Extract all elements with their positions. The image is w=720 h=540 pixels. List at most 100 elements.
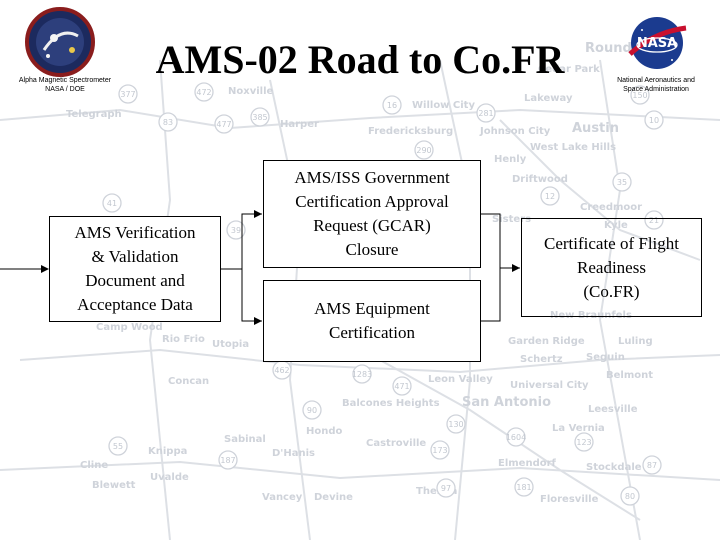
svg-text:477: 477: [216, 120, 231, 129]
highway-shield-icon: 21: [644, 210, 664, 230]
highway-shield-icon: 477: [214, 114, 234, 134]
map-place-label: Balcones Heights: [342, 398, 440, 409]
map-place-label: Noxville: [228, 86, 273, 97]
map-place-label: Johnson City: [479, 126, 551, 137]
svg-text:377: 377: [120, 90, 135, 99]
map-place-label: Willow City: [412, 100, 475, 111]
map-place-label: Lakeway: [524, 93, 573, 104]
arrowhead-cofr: [512, 264, 520, 272]
highway-shield-icon: 130: [446, 414, 466, 434]
gcar-closure-box: AMS/ISS Government Certification Approva…: [263, 160, 481, 268]
svg-text:123: 123: [576, 438, 591, 447]
svg-text:83: 83: [163, 118, 173, 127]
box-line: Certificate of Flight: [543, 233, 680, 253]
box-line: (Co.FR): [583, 281, 640, 301]
map-place-label: Fredericksburg: [368, 126, 453, 137]
map-place-label: Leon Valley: [428, 374, 493, 385]
box-line: AMS Equipment: [314, 299, 430, 318]
svg-text:NASA: NASA: [637, 36, 677, 51]
map-place-label: Telegraph: [66, 109, 122, 120]
nasa-caption: National Aeronautics and Space Administr…: [600, 76, 712, 94]
ams-caption-line1: Alpha Magnetic Spectrometer: [18, 77, 112, 84]
map-place-label: Devine: [314, 492, 353, 503]
box-line: Acceptance Data: [77, 295, 193, 314]
map-place-label: Hondo: [306, 426, 343, 437]
box-line: AMS Verification: [74, 223, 196, 242]
map-place-label: New Braunfels: [550, 310, 632, 321]
svg-text:1604: 1604: [506, 433, 526, 442]
map-place-label: San Antonio: [462, 395, 551, 410]
highway-shield-icon: 181: [514, 477, 534, 497]
svg-text:472: 472: [196, 88, 211, 97]
highway-shield-icon: 281: [476, 103, 496, 123]
map-place-label: Floresville: [540, 494, 599, 505]
map-place-label: Driftwood: [512, 174, 568, 185]
svg-text:385: 385: [252, 113, 267, 122]
page-title: AMS-02 Road to Co.FR: [155, 37, 565, 82]
highway-shield-icon: 35: [612, 172, 632, 192]
ams-caption-line2: NASA / DOE: [45, 86, 85, 93]
map-place-label: Round: [585, 41, 632, 56]
split-connector: [221, 213, 262, 322]
map-place-label: La Vernia: [552, 423, 605, 434]
map-place-label: Austin: [572, 121, 619, 136]
verification-data-box: AMS Verification & Validation Document a…: [49, 216, 221, 322]
highway-shield-icon: 123: [574, 432, 594, 452]
map-place-label: Knippa: [148, 446, 187, 457]
map-place-label: Schertz: [520, 354, 563, 365]
nasa-caption-line2: Space Administration: [623, 86, 689, 93]
svg-text:10: 10: [649, 116, 659, 125]
box-line: Certification: [329, 323, 415, 342]
svg-text:281: 281: [478, 109, 493, 118]
svg-text:90: 90: [307, 406, 317, 415]
highway-shield-icon: 1283: [352, 364, 372, 384]
map-place-label: Concan: [168, 376, 209, 387]
svg-text:35: 35: [617, 178, 627, 187]
highway-shield-icon: 80: [620, 486, 640, 506]
highway-shield-icon: 290: [414, 140, 434, 160]
map-place-label: D'Hanis: [272, 448, 315, 459]
svg-text:290: 290: [416, 146, 431, 155]
highway-shield-icon: 10: [644, 110, 664, 130]
svg-text:173: 173: [432, 446, 447, 455]
box-line: AMS/ISS Government: [294, 168, 450, 187]
box-line: Certification Approval: [295, 192, 449, 211]
svg-text:1283: 1283: [352, 370, 372, 379]
map-place-label: Utopia: [212, 339, 249, 350]
svg-text:150: 150: [632, 91, 647, 100]
map-place-label: Elmendorf: [498, 458, 557, 469]
map-place-label: Garden Ridge: [508, 336, 585, 347]
svg-text:16: 16: [387, 101, 397, 110]
highway-shield-icon: 16: [382, 95, 402, 115]
map-place-label: Luling: [618, 336, 653, 347]
box-line: Request (GCAR): [313, 216, 431, 235]
svg-text:187: 187: [220, 456, 235, 465]
map-place-label: Kyle: [604, 220, 628, 231]
map-place-label: Vancey: [262, 492, 303, 503]
nasa-caption-line1: National Aeronautics and: [617, 77, 695, 84]
box-line: & Validation: [91, 247, 179, 266]
svg-text:471: 471: [394, 382, 409, 391]
ams-mission-patch-logo: [25, 7, 95, 77]
svg-text:462: 462: [274, 366, 289, 375]
map-place-label: Creedmoor: [580, 202, 642, 213]
highway-shield-icon: 39: [226, 220, 246, 240]
map-place-label: Seguin: [586, 352, 625, 363]
map-place-label: Leesville: [588, 404, 638, 415]
highway-shield-icon: 150: [630, 85, 650, 105]
cofr-certificate-box: Certificate of Flight Readiness (Co.FR): [521, 218, 702, 317]
map-place-label: Stockdale: [586, 462, 642, 473]
highway-shield-icon: 83: [158, 112, 178, 132]
svg-text:87: 87: [647, 461, 657, 470]
highway-shield-icon: 55: [108, 436, 128, 456]
highway-shield-icon: 472: [194, 82, 214, 102]
map-place-label: Henly: [494, 154, 527, 165]
highway-shield-icon: 471: [392, 376, 412, 396]
box-line: Document and: [85, 271, 185, 290]
highway-shield-icon: 12: [540, 186, 560, 206]
highway-shield-icon: 377: [118, 84, 138, 104]
svg-text:12: 12: [545, 192, 555, 201]
svg-text:181: 181: [516, 483, 531, 492]
ams-caption: Alpha Magnetic Spectrometer NASA / DOE: [0, 76, 130, 94]
